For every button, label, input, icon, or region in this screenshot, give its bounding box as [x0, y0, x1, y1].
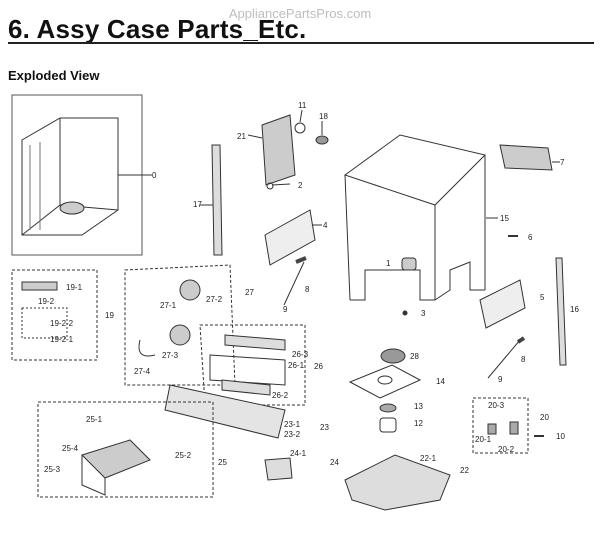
callout-25-1: 25-1 [86, 415, 103, 424]
part-15-tub-frame [343, 134, 486, 301]
part-22-sump [344, 454, 451, 511]
part-5-plate [479, 279, 526, 329]
callout-20-1: 20-1 [475, 435, 492, 444]
part-24 [264, 457, 293, 481]
callout-3: 3 [421, 309, 426, 318]
part-8-spring-left [295, 256, 307, 264]
part-23-panel [164, 384, 286, 439]
page-title: 6. Assy Case Parts_Etc. [8, 14, 307, 44]
callout-9a: 9 [283, 305, 288, 314]
callout-21: 21 [237, 132, 246, 141]
callout-0: 0 [152, 171, 157, 180]
callout-1: 1 [386, 259, 391, 268]
part-20-1 [487, 423, 497, 435]
part-27-2 [179, 279, 201, 301]
part-4-plate [264, 209, 316, 266]
callout-19: 19 [105, 311, 114, 320]
group-19-2 [21, 307, 68, 339]
callout-13: 13 [414, 402, 423, 411]
callout-19-2-2: 19-2-2 [50, 319, 74, 328]
part-18-cap [315, 135, 329, 145]
callout-10: 10 [556, 432, 565, 441]
callout-14: 14 [436, 377, 445, 386]
callout-18: 18 [319, 112, 328, 121]
callout-20-2: 20-2 [498, 445, 515, 454]
part-27-4 [138, 339, 156, 357]
callout-27-4: 27-4 [134, 367, 151, 376]
callout-27: 27 [245, 288, 254, 297]
callout-27-1: 27-1 [160, 301, 177, 310]
part-17-side-strip [211, 144, 223, 256]
callout-25-3: 25-3 [44, 465, 61, 474]
group-26-box [199, 324, 306, 406]
callout-11: 11 [298, 101, 307, 110]
part-1-cylinder [401, 257, 417, 271]
callout-16: 16 [570, 305, 579, 314]
callout-17: 17 [193, 200, 202, 209]
watermark: AppliancePartsPros.com [228, 6, 372, 21]
part-19-1 [21, 281, 58, 291]
part-27-3 [169, 324, 191, 346]
part-11-ring [294, 122, 306, 134]
part-26-2 [221, 379, 271, 396]
callout-4: 4 [323, 221, 328, 230]
callout-2: 2 [298, 181, 303, 190]
callout-27-2: 27-2 [206, 295, 223, 304]
callout-25-2: 25-2 [175, 451, 192, 460]
callout-27-3: 27-3 [162, 351, 179, 360]
callout-23-2: 23-2 [284, 430, 301, 439]
callout-23: 23 [320, 423, 329, 432]
leader-11 [299, 109, 303, 123]
callout-22-1: 22-1 [420, 454, 437, 463]
part-26-1 [209, 354, 286, 386]
part-14-gasket [348, 364, 422, 399]
callout-26-1: 26-1 [288, 361, 305, 370]
part-2-screw [271, 183, 291, 186]
callout-24-1: 24-1 [290, 449, 307, 458]
callout-23-1: 23-1 [284, 420, 301, 429]
part-25-3 [81, 439, 151, 479]
group-25-box [37, 401, 214, 498]
callout-8a: 8 [305, 285, 310, 294]
part-7-top-cover [499, 144, 553, 171]
callout-7: 7 [560, 158, 565, 167]
part-9-rod-right [487, 339, 521, 379]
part-20-2 [509, 421, 519, 435]
part-13 [379, 403, 397, 413]
callout-26-3: 26-3 [292, 350, 309, 359]
group-20-box [472, 397, 529, 454]
title-divider [8, 42, 594, 44]
callout-8b: 8 [521, 355, 526, 364]
section-subtitle: Exploded View [8, 68, 100, 83]
callout-19-1: 19-1 [66, 283, 83, 292]
callout-20: 20 [540, 413, 549, 422]
callout-6: 6 [528, 233, 533, 242]
callout-26-2: 26-2 [272, 391, 289, 400]
callout-19-2: 19-2 [38, 297, 55, 306]
part-12 [379, 417, 397, 433]
callout-26: 26 [314, 362, 323, 371]
callout-24: 24 [330, 458, 339, 467]
part-28 [380, 348, 406, 364]
callout-25: 25 [218, 458, 227, 467]
callout-19-2-1: 19-2-1 [50, 335, 74, 344]
callout-5: 5 [540, 293, 545, 302]
callout-12: 12 [414, 419, 423, 428]
group-19-box [11, 269, 98, 361]
part-0-cabinet-assembly [11, 94, 143, 256]
callout-22: 22 [460, 466, 469, 475]
part-21-bracket [261, 114, 296, 186]
callout-28: 28 [410, 352, 419, 361]
part-26-3 [224, 334, 286, 351]
callout-labels: 0 2 4 5 6 7 8 8 9 9 10 11 12 13 14 15 16… [38, 101, 579, 475]
callout-25-4: 25-4 [62, 444, 79, 453]
callout-9b: 9 [498, 375, 503, 384]
callout-15: 15 [500, 214, 509, 223]
callout-20-3: 20-3 [488, 401, 505, 410]
part-9-rod-left [283, 261, 305, 306]
part-16-side-strip [555, 257, 567, 366]
leader-21 [247, 134, 263, 139]
part-3-screw [402, 310, 408, 316]
